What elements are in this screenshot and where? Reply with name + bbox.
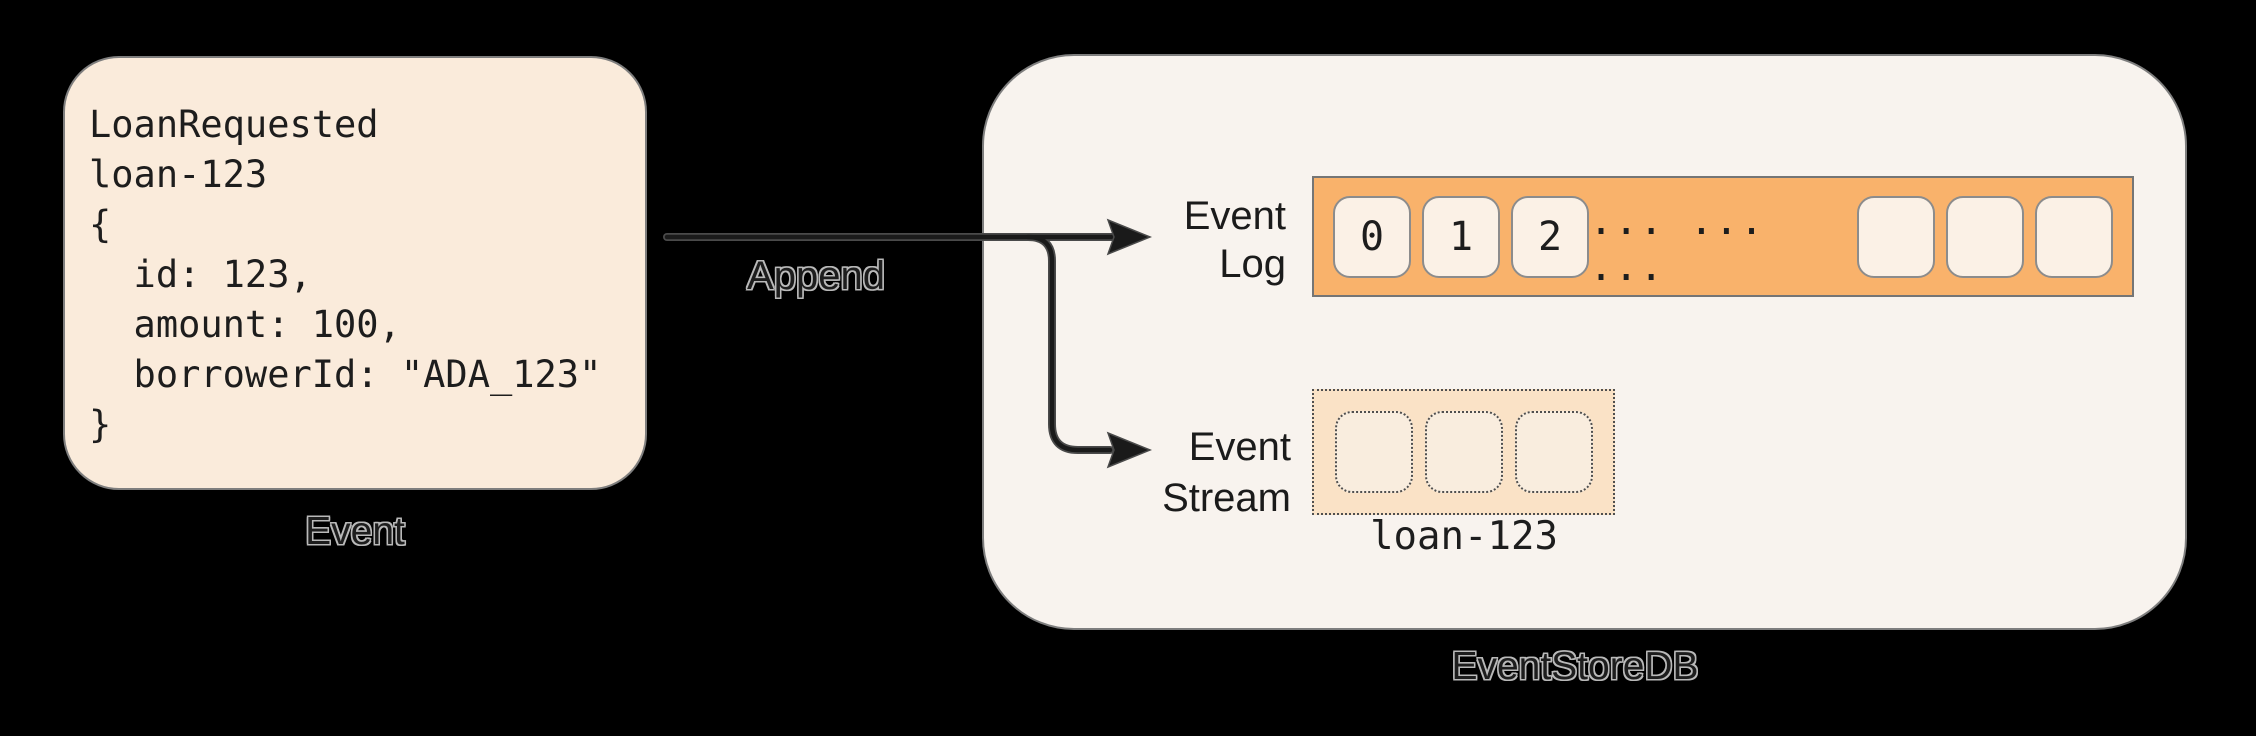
event-card: LoanRequested loan-123 { id: 123, amount… — [63, 56, 647, 490]
event-log-label: Event Log — [1046, 192, 1286, 288]
event-card-caption: Event — [305, 510, 405, 553]
event-stream-label: Event Stream — [1031, 422, 1291, 524]
stream-name-label: loan-123 — [1370, 514, 1558, 559]
eventstoredb-box: Event Log 0 1 2 ... ... ... Event Stream — [982, 54, 2187, 630]
event-stream-label-line1: Event — [1188, 425, 1291, 469]
event-log-empty-cell — [1946, 195, 2024, 278]
event-log-label-line1: Event — [1183, 194, 1286, 238]
eventstoredb-caption: EventStoreDB — [1451, 645, 1699, 688]
event-stream-label-line2: Stream — [1162, 476, 1291, 520]
event-log-empty-cell — [2035, 195, 2113, 278]
event-stream-empty-cell — [1334, 411, 1413, 493]
event-stream-empty-cell — [1514, 411, 1593, 493]
event-log-label-line2: Log — [1219, 242, 1286, 286]
event-log-bar: 0 1 2 ... ... ... — [1312, 176, 2134, 297]
event-stream-box — [1312, 389, 1615, 515]
append-arrow-label: Append — [747, 254, 885, 298]
event-log-empty-cells — [1857, 195, 2113, 278]
event-code: LoanRequested loan-123 { id: 123, amount… — [89, 103, 602, 446]
event-log-numbered-cells: 0 1 2 — [1333, 195, 1589, 278]
event-stream-empty-cell — [1424, 411, 1503, 493]
event-log-cell-0: 0 — [1333, 195, 1411, 278]
event-log-ellipsis: ... ... ... — [1589, 197, 1765, 290]
event-log-cell-1: 1 — [1422, 195, 1500, 278]
event-log-empty-cell — [1857, 195, 1935, 278]
event-log-cell-2: 2 — [1511, 195, 1589, 278]
